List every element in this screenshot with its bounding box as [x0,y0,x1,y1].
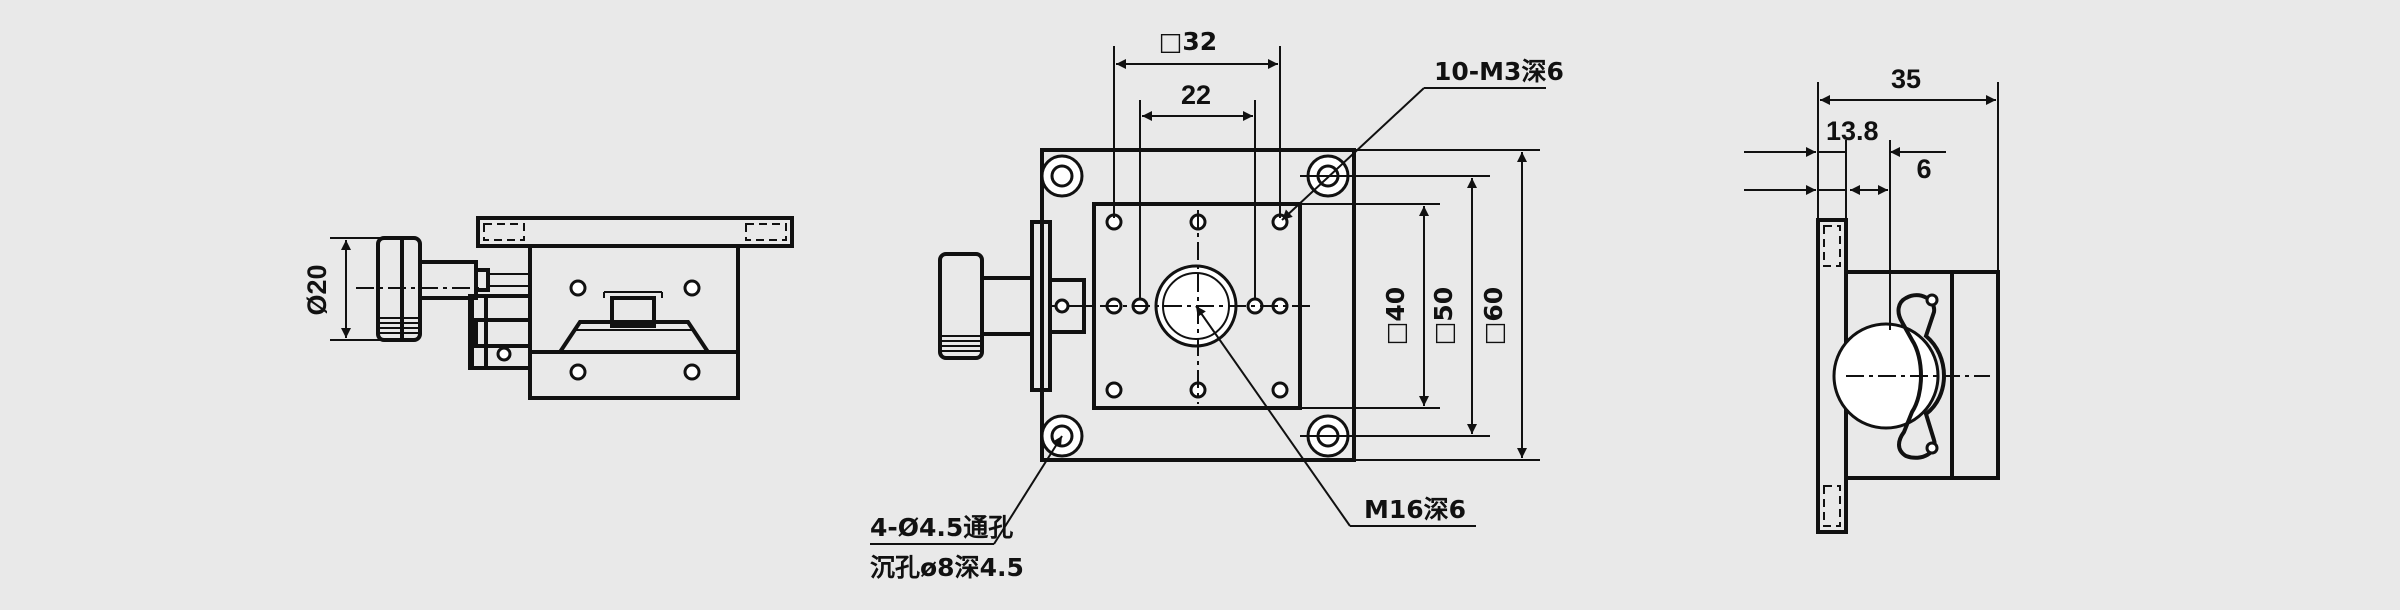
leader-m16 [1195,305,1351,527]
hidden-counterbore-left [483,223,525,241]
knurl-pattern [942,335,980,352]
base-plate [1040,148,1356,462]
screw-shaft [980,276,1034,336]
lock-lever [1896,293,1946,460]
clamp-block [610,296,656,328]
top-view: □32 22 □40 □50 □60 10-M3深6 M16深6 4-Ø4.5通… [870,27,1564,582]
dim-32-label: □32 [1159,27,1217,56]
dim-22-label: 22 [1181,80,1211,110]
leader-mount [993,435,1063,545]
body-hole [569,363,587,381]
dim-50-label: □50 [1429,287,1458,345]
end-view: 35 13.8 6 [1744,64,2000,534]
dim-40-label: □40 [1381,287,1410,345]
dim-6-label: 6 [1916,154,1931,184]
body-hole [683,279,701,297]
mount-hole-tl [1040,154,1084,198]
dim-35-label: 35 [1891,64,1921,94]
body-hole [569,279,587,297]
callout-mount-2: 沉孔ø8深4.5 [870,553,1024,582]
dim-60-label: □60 [1479,287,1508,345]
dovetail-profile [558,320,710,354]
screw-shaft [418,260,478,300]
top-plate [476,216,794,248]
body-hole [683,363,701,381]
callout-mount-1: 4-Ø4.5通孔 [870,513,1013,542]
dia-label: Ø20 [302,264,332,315]
adjust-knob [938,252,984,360]
callout-m16: M16深6 [1364,495,1466,524]
leader-m3 [1281,87,1425,221]
knurl-pattern [380,317,418,334]
side-view: Ø20 [302,216,794,400]
dim-13-8-label: 13.8 [1826,116,1879,146]
hidden-counterbore-right [745,223,787,241]
callout-m3: 10-M3深6 [1434,57,1564,86]
